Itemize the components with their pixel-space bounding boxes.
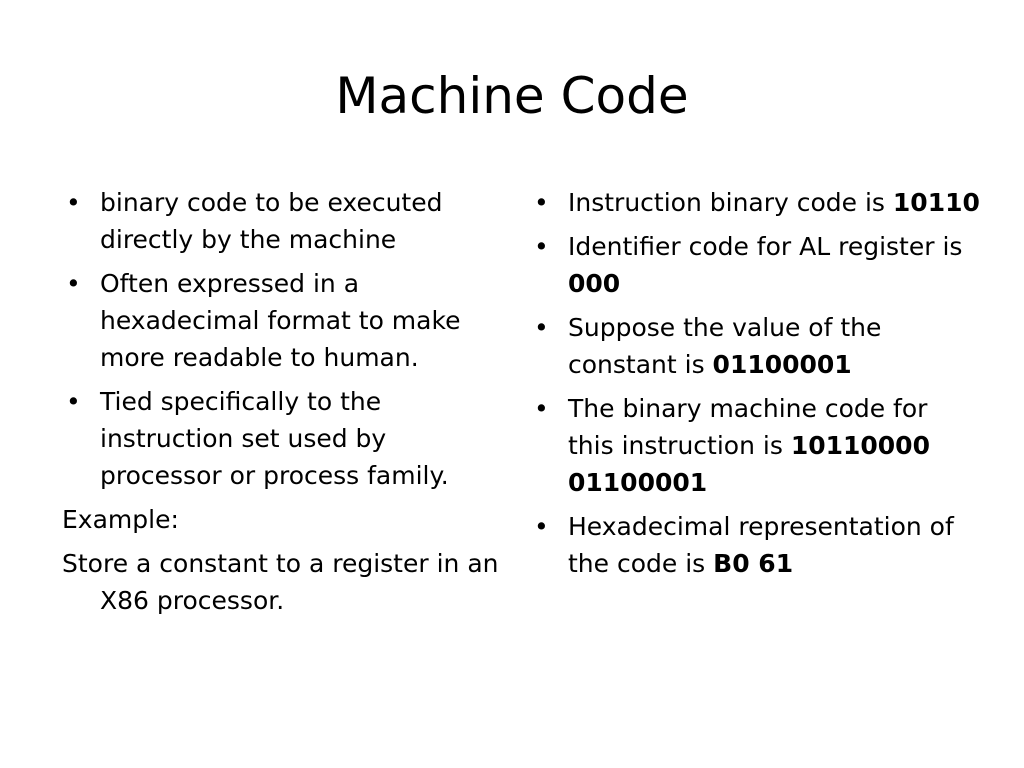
right-column: • Instruction binary code is 10110 • Ide… (530, 184, 980, 589)
left-bullet-text: binary code to be executed directly by t… (100, 188, 443, 254)
bullet-icon: • (66, 188, 81, 217)
right-bullet-item: • Identifier code for AL register is 000 (530, 228, 980, 302)
bullet-icon: • (66, 387, 81, 416)
right-bullet-text: Suppose the value of the constant is (568, 313, 882, 379)
left-bullet-item: • binary code to be executed directly by… (62, 184, 502, 258)
left-bullet-text: Often expressed in a hexadecimal format … (100, 269, 461, 372)
right-bullet-value: 01100001 (712, 350, 852, 379)
bullet-icon: • (534, 313, 549, 342)
left-bullet-item: • Tied specifically to the instruction s… (62, 383, 502, 494)
right-bullet-item: • Hexadecimal representation of the code… (530, 508, 980, 582)
bullet-icon: • (66, 269, 81, 298)
right-bullet-text: Hexadecimal representation of the code i… (568, 512, 954, 578)
left-bullet-item: • Often expressed in a hexadecimal forma… (62, 265, 502, 376)
left-column: • binary code to be executed directly by… (62, 184, 502, 626)
bullet-icon: • (534, 232, 549, 261)
right-bullet-value: 10110 (892, 188, 980, 217)
slide-title: Machine Code (335, 67, 689, 125)
right-bullet-list: • Instruction binary code is 10110 • Ide… (530, 184, 980, 582)
right-bullet-text: Instruction binary code is (568, 188, 893, 217)
right-bullet-item: • Suppose the value of the constant is 0… (530, 309, 980, 383)
left-bullet-list: • binary code to be executed directly by… (62, 184, 502, 494)
right-bullet-value: B0 61 (713, 549, 794, 578)
right-bullet-value: 000 (568, 269, 621, 298)
left-bullet-text: Tied specifically to the instruction set… (100, 387, 449, 490)
example-label: Example: (62, 505, 179, 534)
right-bullet-text: The binary machine code for this instruc… (568, 394, 928, 460)
right-bullet-item: • The binary machine code for this instr… (530, 390, 980, 501)
right-bullet-value: 10110000 01100001 (568, 431, 930, 497)
right-bullet-text: Identifier code for AL register is (568, 232, 963, 261)
bullet-icon: • (534, 394, 549, 423)
example-description: Store a constant to a register in an X86… (62, 549, 499, 615)
bullet-icon: • (534, 188, 549, 217)
bullet-icon: • (534, 512, 549, 541)
right-bullet-item: • Instruction binary code is 10110 (530, 184, 980, 221)
